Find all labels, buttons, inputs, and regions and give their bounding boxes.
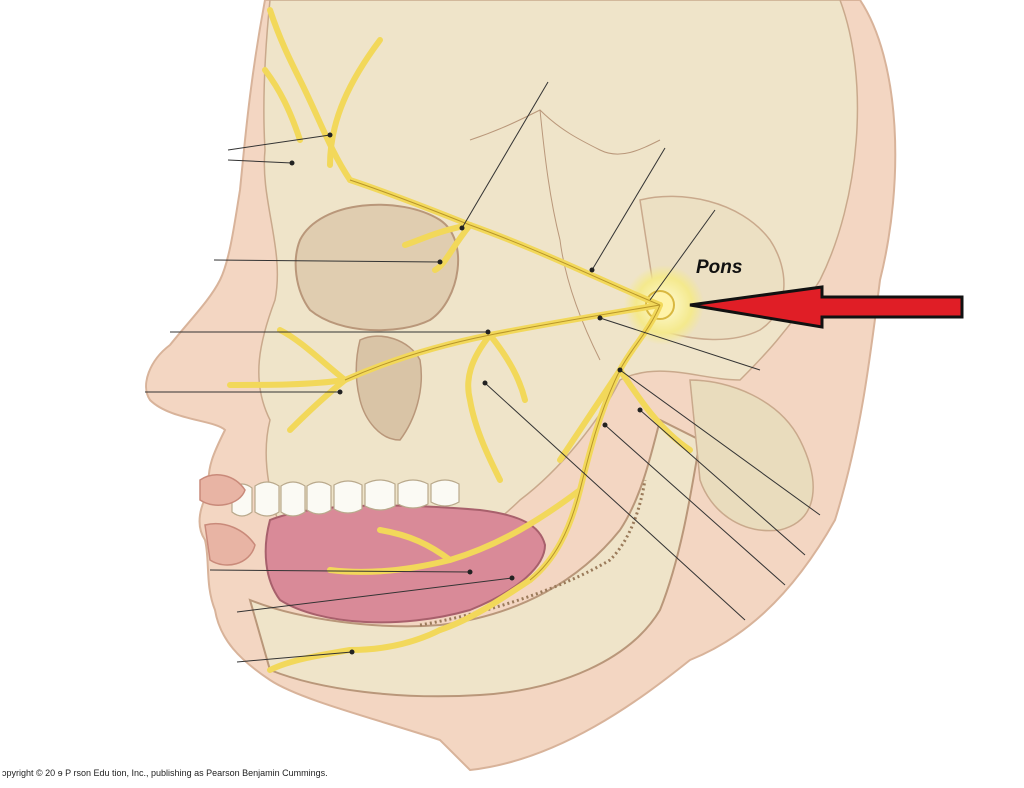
upper-lip bbox=[199, 474, 246, 506]
lower-lip bbox=[204, 523, 256, 566]
mastoid-bone bbox=[689, 379, 814, 532]
pons-label: Pons bbox=[696, 257, 743, 278]
skull-suture bbox=[539, 109, 601, 361]
nasal-cavity bbox=[355, 335, 423, 441]
nerve-edges bbox=[344, 179, 661, 581]
leader-lines bbox=[145, 81, 821, 663]
orbit bbox=[294, 203, 460, 332]
leader-dots bbox=[289, 132, 643, 655]
skull-suture bbox=[469, 109, 661, 155]
upper-teeth bbox=[231, 479, 460, 517]
red-arrow-icon bbox=[689, 285, 964, 329]
copyright-text: ɔpyright © 20 ɘ P rson Edu tion, Inc., p… bbox=[2, 768, 328, 778]
